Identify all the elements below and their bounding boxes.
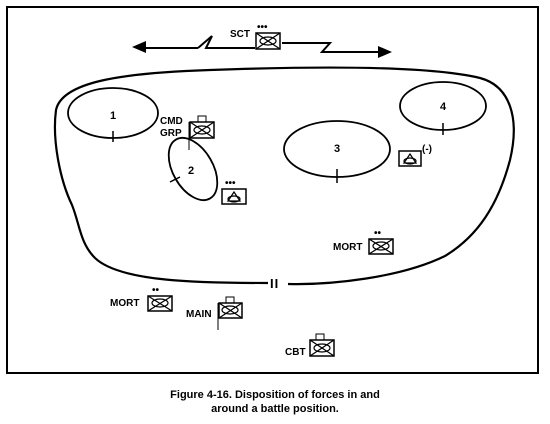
mortar-outer-symbol: •• xyxy=(147,285,173,312)
caption-line-1: Figure 4-16. Disposition of forces in an… xyxy=(170,389,380,401)
mort-outer-echelon: •• xyxy=(152,285,160,296)
cbt-label: CBT xyxy=(285,347,306,358)
scout-unit-symbol: ••• xyxy=(255,22,281,50)
cmd-label: CMD xyxy=(160,116,183,127)
arrow-left-icon xyxy=(132,41,146,53)
main-cp-symbol xyxy=(217,296,243,330)
mort-inner-echelon: •• xyxy=(374,228,382,239)
sct-echelon: ••• xyxy=(257,22,268,33)
area-4-unit-symbol: (-) xyxy=(398,144,432,167)
area-3-label: 3 xyxy=(334,143,340,155)
combat-trains-symbol xyxy=(309,333,335,357)
caption-line-2: around a battle position. xyxy=(211,403,339,415)
boundary-mark: II xyxy=(270,276,279,291)
area-1-label: 1 xyxy=(110,110,116,122)
area-4-label: 4 xyxy=(440,101,447,113)
grp-label: GRP xyxy=(160,128,182,139)
area-2-unit-symbol: ••• xyxy=(221,178,247,205)
area-2-label: 2 xyxy=(188,165,194,177)
main-label: MAIN xyxy=(186,309,212,320)
mort-inner-label: MORT xyxy=(333,242,362,253)
sct-label: SCT xyxy=(230,29,250,40)
figure-caption: Figure 4-16. Disposition of forces in an… xyxy=(0,388,550,416)
mort-outer-label: MORT xyxy=(110,298,139,309)
screen-line xyxy=(140,35,382,53)
arrow-right-icon xyxy=(378,46,392,58)
battle-position-boundary xyxy=(53,66,515,286)
area-4-reduced: (-) xyxy=(422,144,432,155)
area-2-echelon: ••• xyxy=(225,178,236,189)
mortar-inner-symbol: •• xyxy=(368,228,394,255)
command-group-symbol xyxy=(188,115,215,150)
